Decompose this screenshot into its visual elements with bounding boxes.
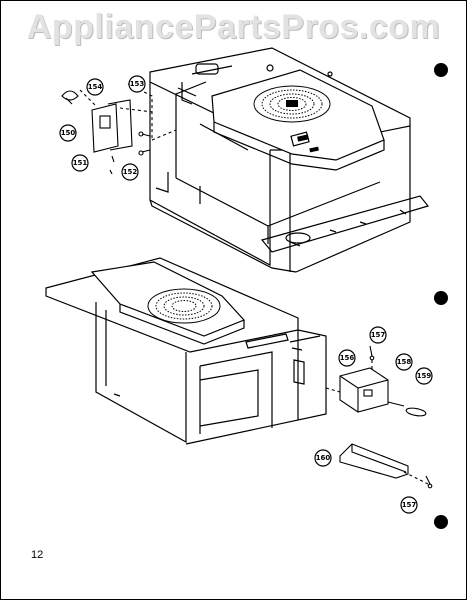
callout-158: 158 [395, 353, 413, 371]
callout-160: 160 [314, 449, 332, 467]
top-fan-grille [253, 85, 331, 123]
top-vent-slots [297, 134, 319, 153]
svg-text:150: 150 [61, 129, 76, 137]
svg-text:157: 157 [402, 501, 417, 509]
svg-text:158: 158 [397, 358, 412, 366]
bottom-fan-grille [147, 288, 221, 324]
callout-152: 152 [121, 163, 139, 181]
svg-text:151: 151 [73, 159, 88, 167]
top-cabinet-assembly [149, 47, 430, 273]
svg-text:153: 153 [130, 80, 145, 88]
callout-151: 151 [71, 154, 89, 172]
svg-text:157: 157 [371, 331, 386, 339]
punch-hole-bottom [434, 515, 448, 529]
page-number: 12 [31, 549, 44, 561]
svg-text:154: 154 [88, 83, 103, 91]
thermostat-bracket-assembly [61, 83, 177, 175]
callout-157-bottom: 157 [400, 496, 418, 514]
callout-153: 153 [128, 75, 146, 93]
punch-hole-top [434, 63, 448, 77]
callout-157-top: 157 [369, 326, 387, 344]
callout-154: 154 [86, 78, 104, 96]
svg-text:159: 159 [417, 372, 432, 380]
svg-text:156: 156 [340, 354, 355, 362]
punch-hole-middle [434, 291, 448, 305]
svg-text:152: 152 [123, 168, 138, 176]
bottom-cabinet-assembly [45, 257, 327, 445]
callout-156: 156 [338, 349, 356, 367]
watermark: AppliancePartsPros.com [26, 8, 441, 46]
terminal-block-assembly [325, 345, 433, 489]
callout-159: 159 [415, 367, 433, 385]
callout-150: 150 [59, 124, 77, 142]
svg-text:160: 160 [316, 454, 331, 462]
